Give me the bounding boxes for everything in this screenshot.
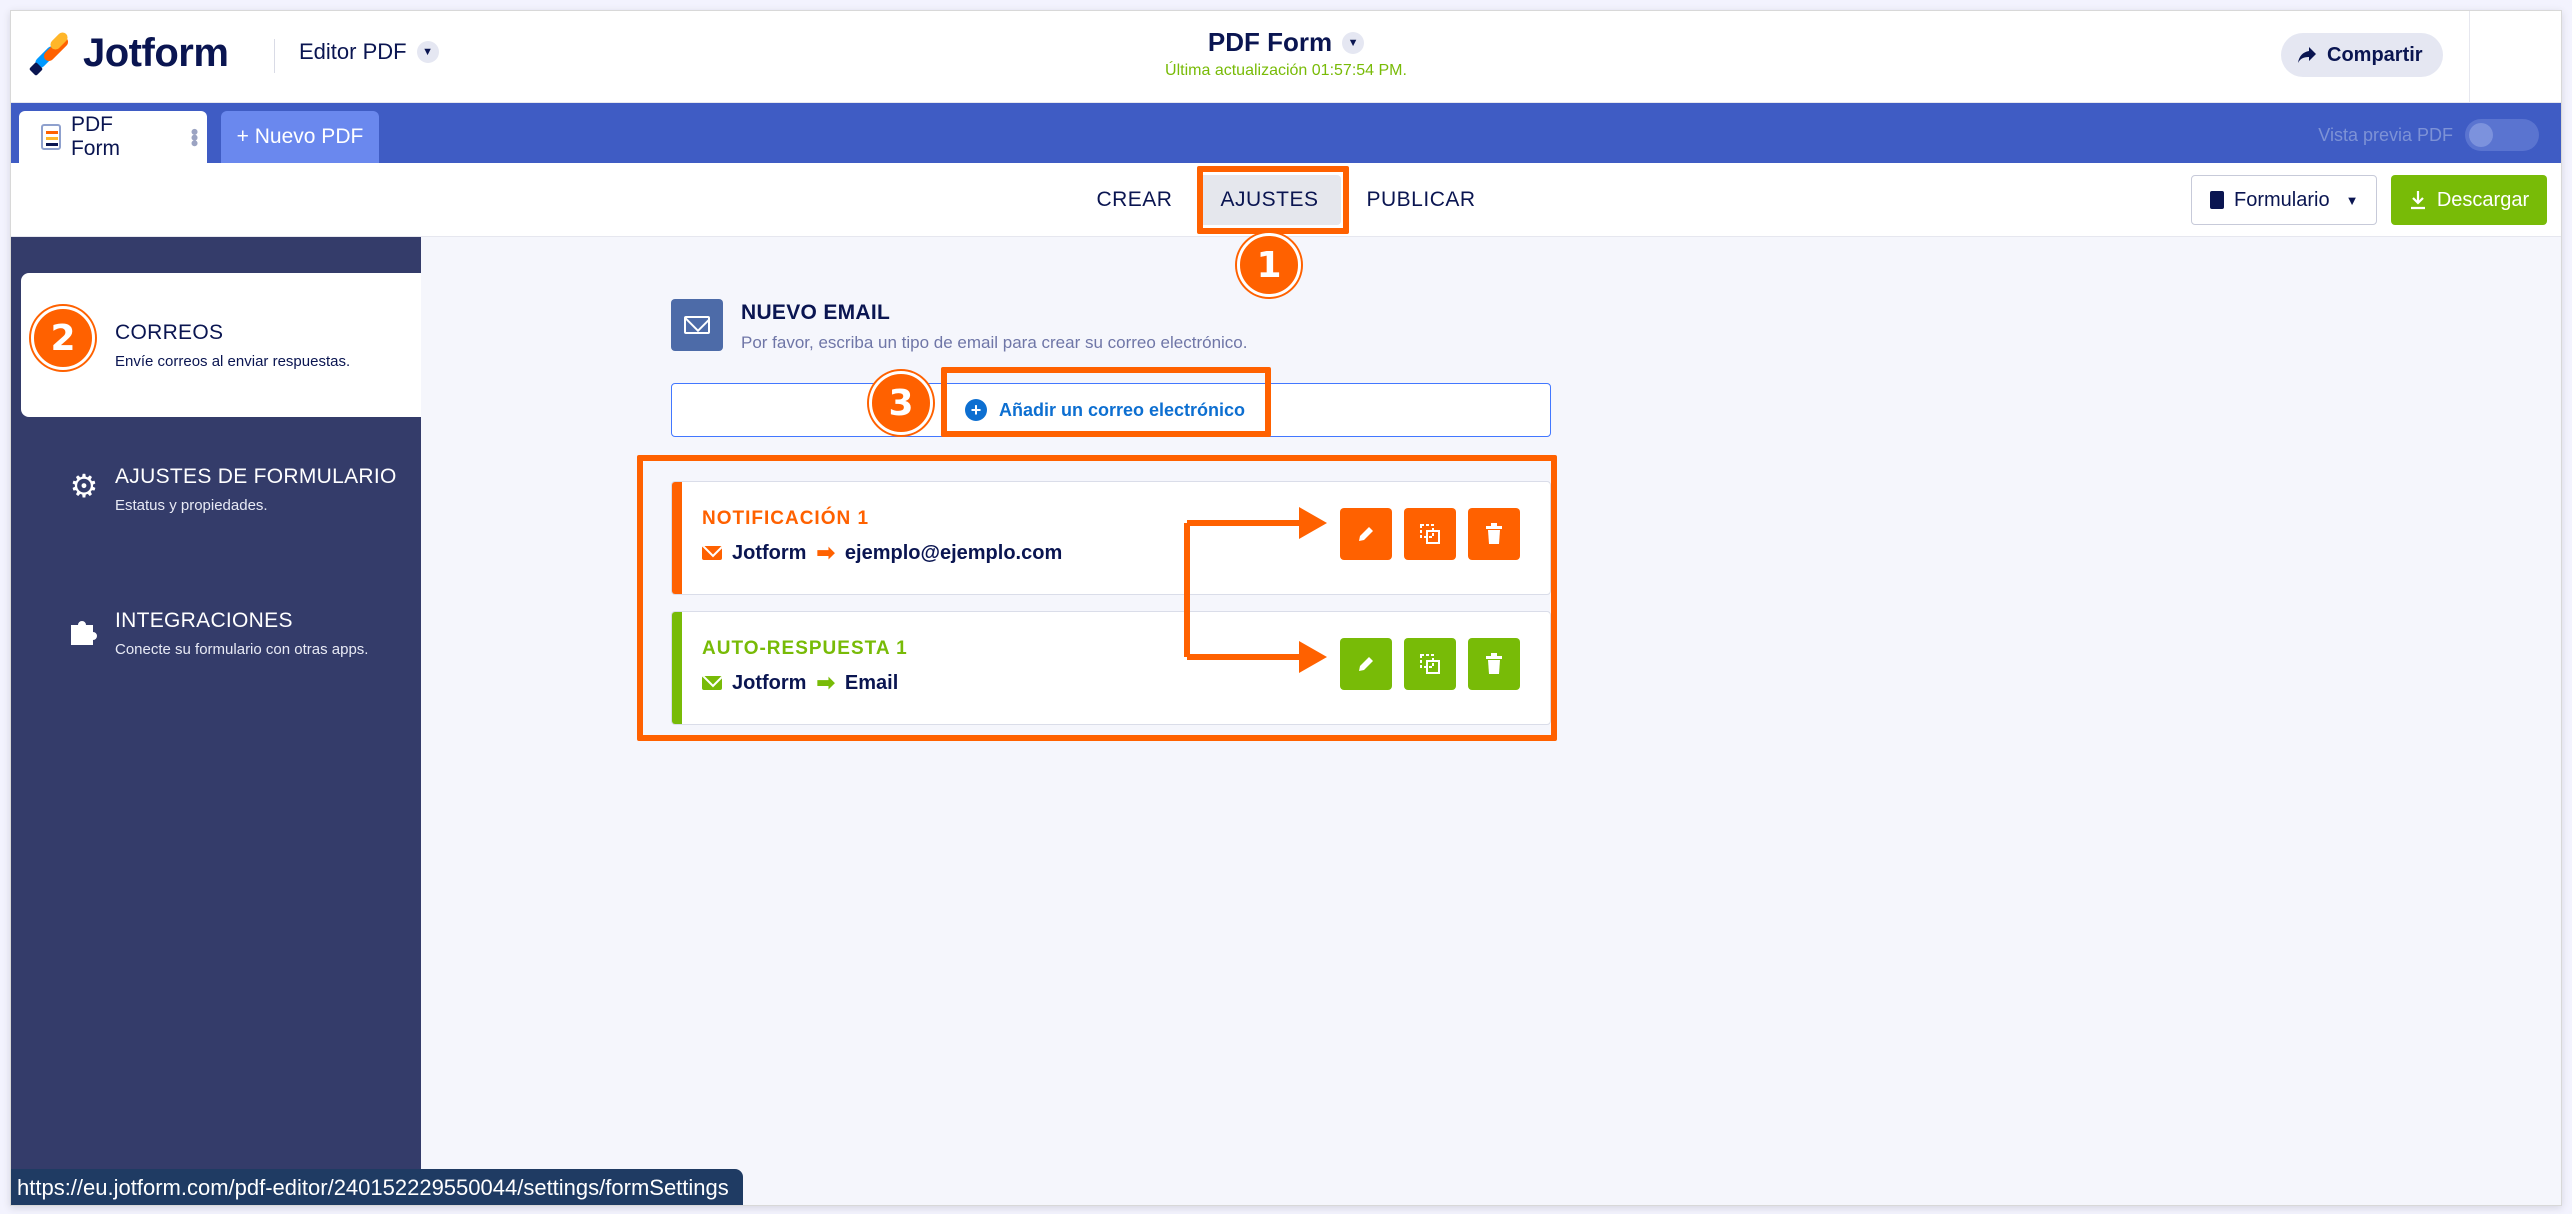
clone-email-button[interactable] <box>1404 508 1456 560</box>
form-dropdown-label: Formulario <box>2234 188 2330 211</box>
more-options-icon[interactable]: ••• <box>182 128 207 146</box>
email-to: Email <box>844 671 899 694</box>
add-email-field[interactable] <box>671 383 1551 437</box>
edit-email-button[interactable] <box>1340 508 1392 560</box>
step-badge-2: 2 <box>31 306 95 370</box>
tab-publicar[interactable]: PUBLICAR <box>1366 188 1476 211</box>
top-bar: Jotform Editor PDF ▼ PDF Form ▼ Última a… <box>11 11 2561 103</box>
gear-icon: ⚙ <box>69 468 99 504</box>
email-card-title: AUTO-RESPUESTA 1 <box>702 638 908 659</box>
form-title: PDF Form <box>1207 27 1333 57</box>
new-email-description: Por favor, escriba un tipo de email para… <box>741 333 1248 352</box>
envelope-icon <box>702 546 722 560</box>
pdf-document-icon <box>41 124 61 150</box>
sidebar-item-desc: Estatus y propiedades. <box>115 497 268 514</box>
sidebar-item-title: AJUSTES DE FORMULARIO <box>115 465 397 488</box>
download-label: Descargar <box>2436 188 2530 211</box>
arrow-right-icon: ➡ <box>816 670 835 695</box>
settings-sidebar: CORREOS Envíe correos al enviar respuest… <box>11 237 421 1205</box>
arrow-right-icon: ➡ <box>816 540 835 565</box>
builder-nav-bar: CREAR AJUSTES PUBLICAR Formulario ▼ Desc… <box>11 163 2561 237</box>
download-button[interactable]: Descargar <box>2391 175 2547 225</box>
email-card-route: Jotform ➡ ejemplo@ejemplo.com <box>702 540 1062 566</box>
new-pdf-button[interactable]: + Nuevo PDF <box>221 111 379 163</box>
pdf-tab-bar: PDF Form ••• + Nuevo PDF Vista previa PD… <box>11 103 2561 163</box>
trash-icon <box>1486 523 1502 544</box>
pencil-icon <box>1359 657 1373 671</box>
chevron-down-icon: ▼ <box>2345 192 2359 208</box>
clone-icon <box>1420 654 1440 674</box>
form-dropdown[interactable]: Formulario ▼ <box>2191 175 2377 225</box>
step-badge-3: 3 <box>869 371 933 435</box>
trash-icon <box>1486 653 1502 674</box>
delete-email-button[interactable] <box>1468 638 1520 690</box>
last-update-text: Última actualización 01:57:54 PM. <box>1165 62 1407 79</box>
envelope-icon <box>702 676 722 690</box>
clone-icon <box>1420 524 1440 544</box>
sidebar-item-title: CORREOS <box>115 321 224 344</box>
sidebar-item-ajustes-formulario[interactable]: ⚙ AJUSTES DE FORMULARIO Estatus y propie… <box>21 417 421 561</box>
title-area: PDF Form ▼ Última actualización 01:57:54… <box>11 27 2561 80</box>
sidebar-item-desc: Conecte su formulario con otras apps. <box>115 641 369 658</box>
builder-tabs: CREAR AJUSTES PUBLICAR <box>11 163 2561 237</box>
pencil-icon <box>1359 527 1373 541</box>
download-icon <box>2410 191 2425 210</box>
card-accent-bar <box>672 482 682 594</box>
email-card-notification[interactable]: NOTIFICACIÓN 1 Jotform ➡ ejemplo@ejemplo… <box>671 481 1551 595</box>
sidebar-item-title: INTEGRACIONES <box>115 609 293 632</box>
email-card-route: Jotform ➡ Email <box>702 670 898 696</box>
share-arrow-icon <box>2298 47 2316 63</box>
status-bar-url: https://eu.jotform.com/pdf-editor/240152… <box>11 1169 743 1205</box>
browser-window: Jotform Editor PDF ▼ PDF Form ▼ Última a… <box>10 10 2562 1206</box>
pdf-preview-toggle-group: Vista previa PDF <box>2318 119 2539 151</box>
email-card-autoresponse[interactable]: AUTO-RESPUESTA 1 Jotform ➡ Email <box>671 611 1551 725</box>
sidebar-item-integraciones[interactable]: INTEGRACIONES Conecte su formulario con … <box>21 561 421 705</box>
chevron-down-icon: ▼ <box>416 41 439 63</box>
chevron-down-icon: ▼ <box>1342 31 1365 54</box>
sidebar-item-desc: Envíe correos al enviar respuestas. <box>115 353 351 370</box>
share-button[interactable]: Compartir <box>2281 33 2443 77</box>
tab-pdf-form[interactable]: PDF Form ••• <box>19 111 207 163</box>
editor-label: Editor PDF <box>299 39 407 64</box>
share-label: Compartir <box>2327 43 2423 66</box>
form-icon <box>2210 191 2224 209</box>
jotform-logo[interactable]: Jotform <box>28 29 229 76</box>
add-email-button[interactable]: + Añadir un correo electrónico <box>949 383 1269 437</box>
step-badge-1: 1 <box>1237 233 1301 297</box>
editor-switcher[interactable]: Editor PDF ▼ <box>299 39 439 65</box>
plus-circle-icon: + <box>965 399 987 421</box>
email-from: Jotform <box>732 671 807 694</box>
tab-crear[interactable]: CREAR <box>1096 188 1173 211</box>
divider <box>274 39 275 73</box>
emails-panel: NUEVO EMAIL Por favor, escriba un tipo d… <box>421 237 2561 1205</box>
divider <box>2469 11 2470 103</box>
email-icon <box>671 299 723 351</box>
add-email-label: Añadir un correo electrónico <box>999 399 1246 420</box>
logo-text: Jotform <box>83 31 229 75</box>
email-card-actions <box>1340 638 1520 690</box>
puzzle-icon <box>67 613 101 647</box>
edit-email-button[interactable] <box>1340 638 1392 690</box>
tab-label: PDF Form <box>70 113 120 160</box>
email-from: Jotform <box>732 541 807 564</box>
new-email-title: NUEVO EMAIL <box>741 301 891 324</box>
clone-email-button[interactable] <box>1404 638 1456 690</box>
tab-ajustes[interactable]: AJUSTES <box>1198 175 1341 225</box>
annotation-arrows <box>1184 507 1327 673</box>
card-accent-bar <box>672 612 682 724</box>
delete-email-button[interactable] <box>1468 508 1520 560</box>
form-title-button[interactable]: PDF Form ▼ <box>1207 27 1365 58</box>
email-to: ejemplo@ejemplo.com <box>844 541 1063 564</box>
email-card-title: NOTIFICACIÓN 1 <box>702 508 870 529</box>
preview-toggle[interactable] <box>2465 119 2539 151</box>
email-card-actions <box>1340 508 1520 560</box>
preview-label: Vista previa PDF <box>2318 124 2453 145</box>
